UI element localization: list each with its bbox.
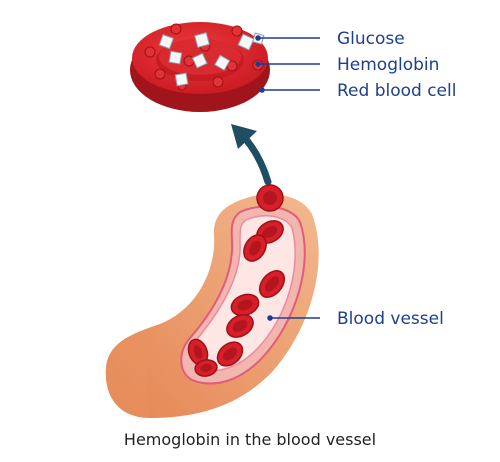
glucose-crystal-icon [237,33,255,51]
blood-cell [216,341,244,367]
blood-vessel [105,194,319,418]
glucose-crystal-icon [194,32,210,48]
blood-vessel-label: Blood vessel [337,309,444,329]
hemoglobin-dot-icon [154,68,166,80]
glucose-crystal-icon [191,52,208,69]
glucose-crystal-icon [168,50,183,65]
glucose-label: Glucose [337,29,405,49]
blood-cell [258,270,286,298]
glucose-crystal-icon [213,54,231,71]
hemoglobin-dot-icon [144,46,156,58]
hemoglobin-label: Hemoglobin [337,55,440,75]
glucose-crystal-icon [158,33,174,50]
hemoglobin-dot-icon [231,25,243,37]
blood-vessel-open-end [105,324,160,418]
vessel-leader-line [267,315,320,321]
blood-cell [230,293,260,317]
curved-arrow-up-icon [231,124,272,186]
hemoglobin-dot-icon [170,23,182,35]
vessel-blood-cells [187,184,286,377]
glucose-crystals [158,32,265,87]
cell-leader-lines [255,35,320,93]
blood-cell [187,338,209,366]
hemoglobin-dot-icon [212,76,224,88]
glucose-crystal-icon [174,72,189,87]
hemoglobin-dots [144,23,264,91]
blood-cell [243,234,267,262]
blood-cell-top [256,184,284,212]
blood-cell [226,314,254,338]
figure-caption: Hemoglobin in the blood vessel [123,430,377,449]
blood-cell [194,359,218,377]
red-blood-cell-label: Red blood cell [337,81,457,101]
